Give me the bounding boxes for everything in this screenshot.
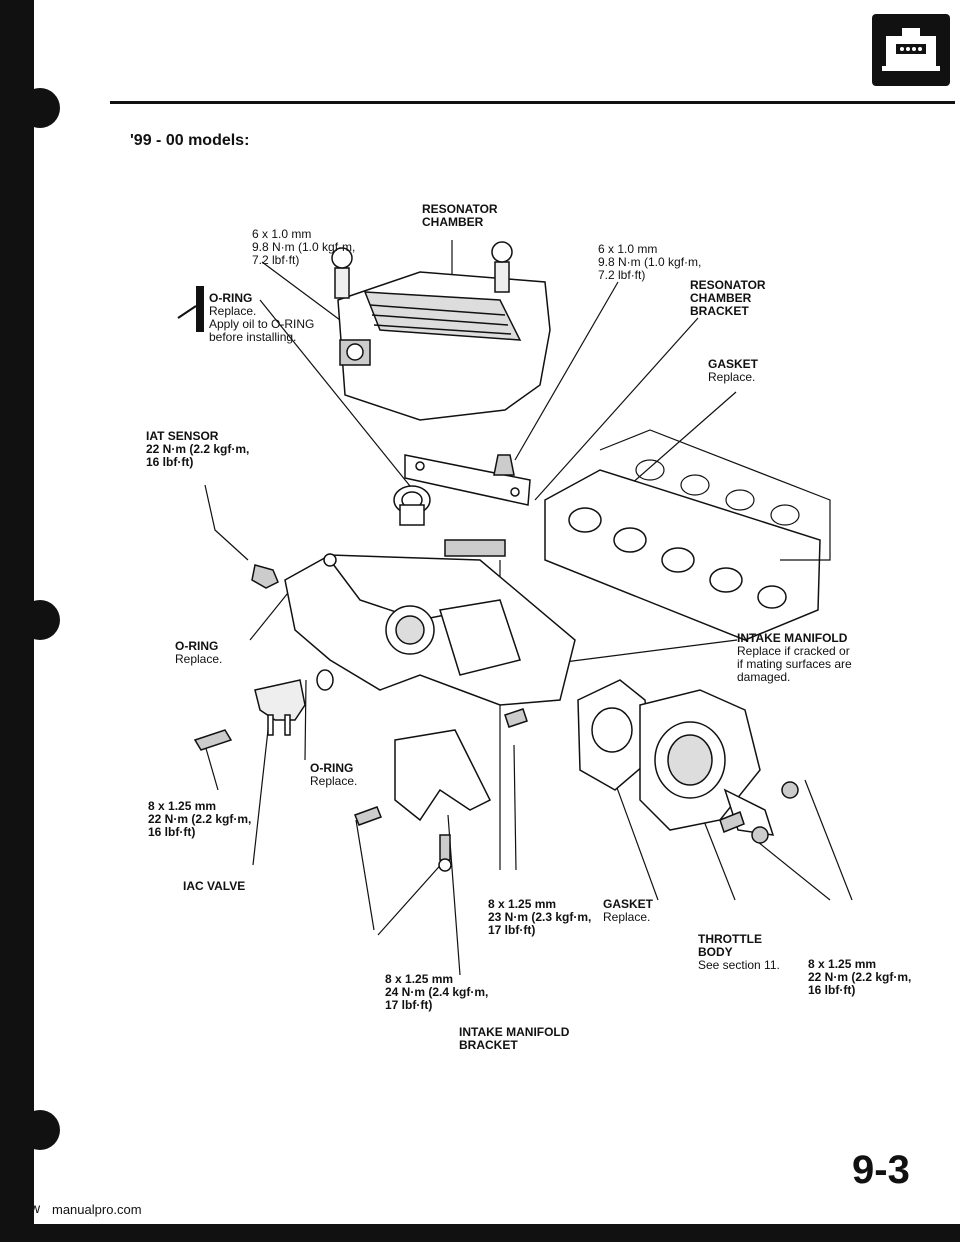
binder-hole: [20, 1110, 60, 1150]
section-subtitle: '99 - 00 models:: [130, 132, 250, 149]
binder-hole: [20, 88, 60, 128]
iac-valve-label: IAC VALVE: [183, 879, 246, 893]
engine-section-tab-icon: [872, 14, 950, 86]
header-rule: [110, 101, 955, 104]
page-number: 9-3: [852, 1148, 910, 1192]
footer-watermark-left: w: [30, 1200, 41, 1216]
footer-bar: [0, 1224, 960, 1242]
binder-hole: [20, 600, 60, 640]
footer-watermark: manualpro.com: [52, 1202, 142, 1217]
